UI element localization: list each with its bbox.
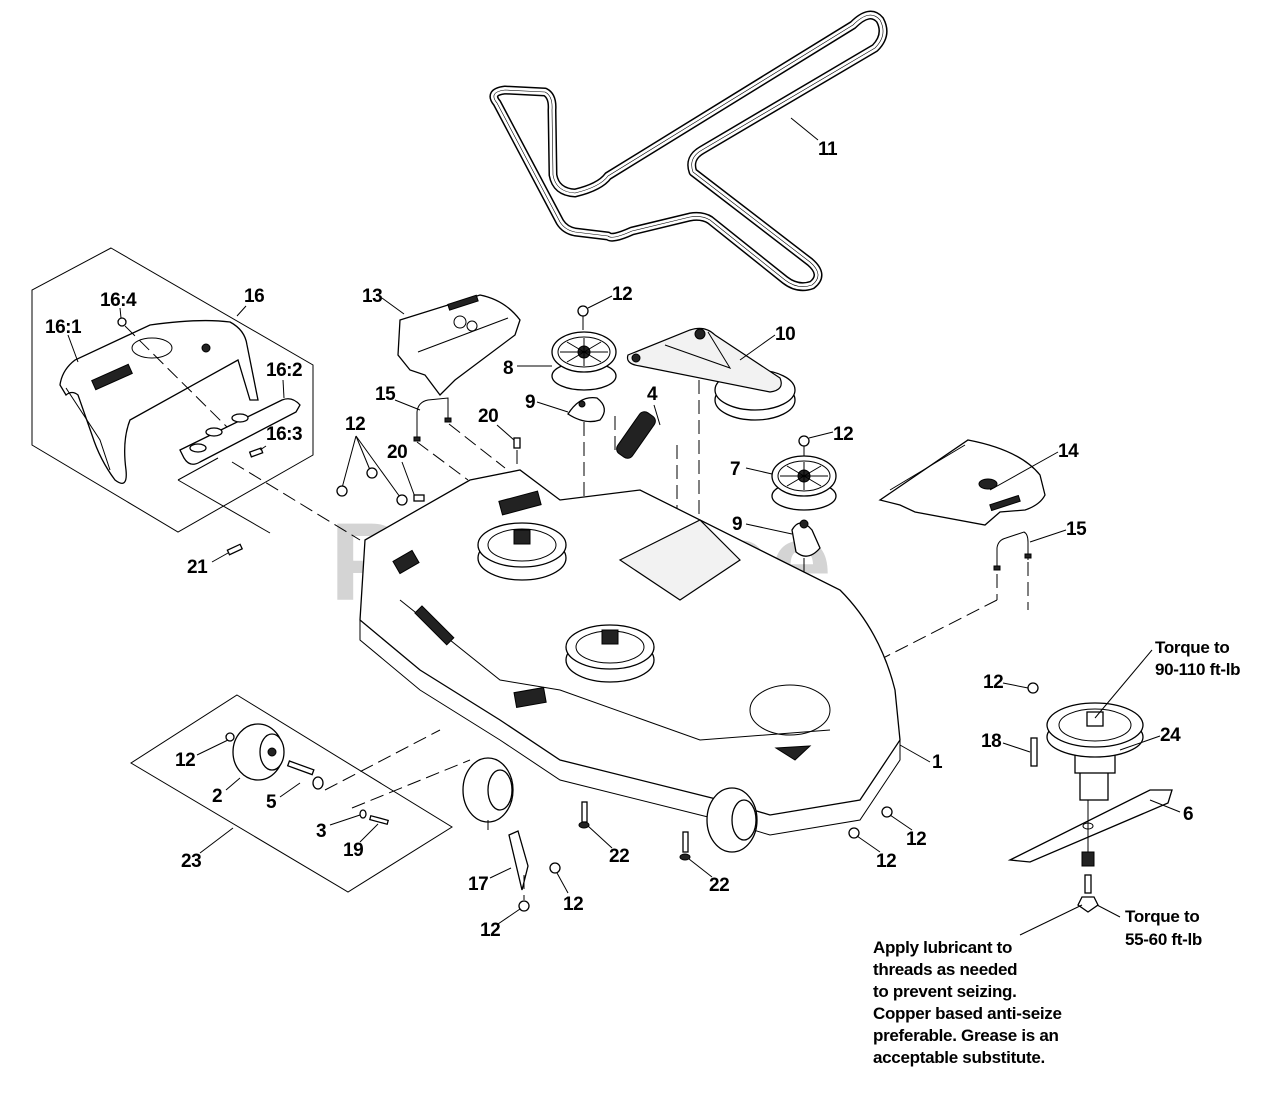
flange-nut-part-12[interactable] [881,806,893,818]
callout-16-2[interactable]: 16:2 [266,360,303,381]
callout-7[interactable]: 7 [730,459,741,480]
bolt-part-20[interactable] [413,494,425,502]
bolt-part-19[interactable] [368,814,390,826]
lubricant-note-line5: preferable. Grease is an [873,1026,1059,1045]
blade-bolt[interactable] [1077,851,1099,913]
belt-part-11[interactable] [489,10,888,292]
flange-nut-part-12[interactable] [396,494,408,506]
callout-12-a[interactable]: 12 [612,284,633,305]
lubricant-note-line4: Copper based anti-seize [873,1004,1062,1023]
flange-nut-part-12[interactable] [1027,682,1039,694]
blade-torque-note-line1: Torque to [1125,907,1199,926]
bolt-part-22[interactable] [578,801,590,829]
pulley-spacer-part-9[interactable] [567,396,605,423]
cover-rod-part-15[interactable] [993,531,1032,571]
deck-pulley-left [477,522,567,581]
callout-11[interactable]: 11 [818,139,839,160]
callout-12-i[interactable]: 12 [480,920,501,941]
blade-torque-note-line2: 55-60 ft-lb [1125,930,1202,949]
callout-12-f[interactable]: 12 [906,829,927,850]
callout-16-4[interactable]: 16:4 [100,290,137,311]
flange-nut-part-12[interactable] [225,732,235,742]
callout-16-3[interactable]: 16:3 [266,424,303,445]
flange-nut-part-12[interactable] [577,305,589,317]
callout-5[interactable]: 5 [266,792,278,813]
lubricant-note-line2: threads as needed [873,960,1017,979]
carriage-bolt-part-21[interactable] [226,543,244,556]
callout-9-a[interactable]: 9 [525,392,536,413]
flange-nut-part-12[interactable] [518,900,530,912]
deck-cover-assembly-box [31,247,314,533]
wheel-kit-box [130,694,453,893]
callout-15-b[interactable]: 15 [1066,519,1088,540]
spindle-bolt-part-18[interactable] [1030,737,1038,767]
callout-20-b[interactable]: 20 [387,442,408,463]
callout-10[interactable]: 10 [775,324,796,345]
spring-part-4[interactable] [614,409,657,460]
lubricant-note-line6: acceptable substitute. [873,1048,1045,1067]
callout-22-b[interactable]: 22 [709,875,730,896]
callout-14[interactable]: 14 [1058,441,1080,462]
spindle-assembly-part-24[interactable] [1046,702,1144,801]
callout-23[interactable]: 23 [181,851,202,872]
callout-12-b[interactable]: 12 [345,414,366,435]
deck-cover-part-16-1[interactable] [59,319,259,484]
callout-12-c[interactable]: 12 [833,424,854,445]
front-wheel-right [706,787,758,853]
wheel-bolt-part-5[interactable] [286,760,324,790]
flange-nut-part-12[interactable] [366,467,378,479]
callout-6[interactable]: 6 [1183,804,1194,825]
callout-20-a[interactable]: 20 [478,406,499,427]
callout-19[interactable]: 19 [343,840,364,861]
lubricant-note-line1: Apply lubricant to [873,938,1012,957]
callout-2[interactable]: 2 [212,786,223,807]
callout-24[interactable]: 24 [1160,725,1182,746]
callout-12-g[interactable]: 12 [876,851,897,872]
gauge-wheel-part-2[interactable] [232,723,285,781]
flange-nut-part-12[interactable] [336,485,348,497]
callout-22-a[interactable]: 22 [609,846,630,867]
idler-arm-part-10[interactable] [626,327,796,421]
left-belt-cover-part-13[interactable] [397,294,521,396]
front-wheel-left [462,757,514,823]
cover-bracket-part-16-2[interactable] [179,398,301,465]
callout-12-d[interactable]: 12 [983,672,1004,693]
callout-16-1[interactable]: 16:1 [45,317,82,338]
idler-pulley-part-8[interactable] [551,331,617,391]
callout-13[interactable]: 13 [362,286,383,307]
callout-4[interactable]: 4 [647,384,659,405]
callout-3[interactable]: 3 [316,821,327,842]
callout-12-e[interactable]: 12 [175,750,196,771]
callout-12-h[interactable]: 12 [563,894,584,915]
blade-part-6[interactable] [1007,789,1173,863]
callout-8[interactable]: 8 [503,358,514,379]
cover-rod-part-15[interactable] [413,397,452,442]
deck-pulley-center [565,624,655,683]
flange-nut-part-12[interactable] [549,862,561,874]
callout-9-b[interactable]: 9 [732,514,743,535]
callout-21[interactable]: 21 [187,557,209,578]
cover-nut-part-16-4[interactable] [117,317,127,327]
bolt-part-20[interactable] [513,437,521,449]
lubricant-note-line3: to prevent seizing. [873,982,1017,1001]
callout-16[interactable]: 16 [244,286,265,307]
cover-bolt-part-16-3[interactable] [248,447,264,458]
callout-15-a[interactable]: 15 [375,384,397,405]
callout-17[interactable]: 17 [468,874,489,895]
callout-1[interactable]: 1 [932,752,944,773]
bracket-part-17[interactable] [508,830,529,891]
right-belt-cover-part-14[interactable] [878,439,1046,526]
spindle-torque-note-line2: 90-110 ft-lb [1155,660,1240,679]
spindle-torque-note-line1: Torque to [1155,638,1229,657]
spacer-part-3[interactable] [359,809,367,819]
flange-nut-part-12[interactable] [798,435,810,447]
bolt-part-22[interactable] [679,831,691,861]
idler-pulley-part-7[interactable] [771,455,837,511]
pulley-spacer-part-9[interactable] [791,519,821,557]
flange-nut-part-12[interactable] [848,827,860,839]
callout-18[interactable]: 18 [981,731,1002,752]
